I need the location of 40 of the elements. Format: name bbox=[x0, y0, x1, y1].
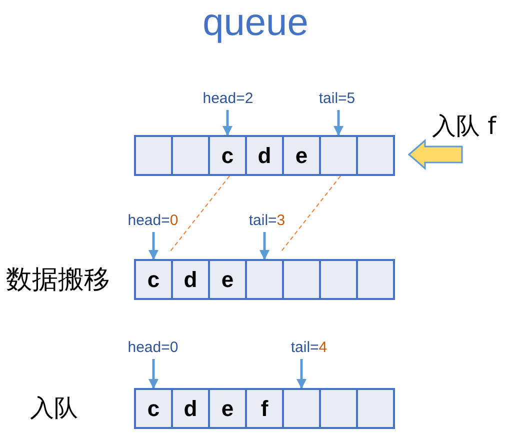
empty-array-cell bbox=[134, 135, 173, 176]
empty-array-cell bbox=[319, 388, 358, 429]
array-cell: f bbox=[245, 388, 284, 429]
pointer-label: head=0 bbox=[128, 338, 178, 356]
pointer-label: head=0 bbox=[128, 212, 178, 228]
array-cell: c bbox=[134, 259, 173, 300]
arrow bbox=[222, 110, 232, 136]
array-cell: d bbox=[171, 388, 210, 429]
title: queue bbox=[202, 2, 310, 45]
pointer-label: head=2 bbox=[202, 90, 254, 106]
dashed-line bbox=[280, 176, 341, 254]
empty-array-cell bbox=[356, 135, 395, 176]
pointer-label: tail=3 bbox=[248, 212, 286, 228]
empty-array-cell bbox=[245, 259, 284, 300]
pointer-label: tail=5 bbox=[318, 90, 356, 106]
array-cell: c bbox=[208, 135, 247, 176]
arrow bbox=[148, 232, 158, 260]
empty-array-cell bbox=[356, 259, 395, 300]
empty-array-cell bbox=[319, 259, 358, 300]
empty-array-cell bbox=[282, 388, 321, 429]
empty-array-cell bbox=[319, 135, 358, 176]
caption: 入队 bbox=[30, 393, 78, 424]
arrow bbox=[260, 232, 270, 260]
empty-array-cell bbox=[282, 259, 321, 300]
array-cell: e bbox=[282, 135, 321, 176]
caption: 数据搬移 bbox=[6, 264, 110, 297]
array-cell: c bbox=[134, 388, 173, 429]
array-cell: d bbox=[245, 135, 284, 176]
arrow bbox=[296, 359, 306, 389]
empty-array-cell bbox=[356, 388, 395, 429]
pointer-label: tail=4 bbox=[290, 338, 328, 356]
arrow bbox=[148, 359, 158, 389]
arrow bbox=[334, 110, 344, 136]
caption: 入队 f bbox=[432, 111, 496, 142]
dashed-line bbox=[168, 176, 230, 254]
empty-array-cell bbox=[171, 135, 210, 176]
block-arrow bbox=[408, 138, 463, 170]
array-cell: d bbox=[171, 259, 210, 300]
array-cell: e bbox=[208, 259, 247, 300]
array-cell: e bbox=[208, 388, 247, 429]
